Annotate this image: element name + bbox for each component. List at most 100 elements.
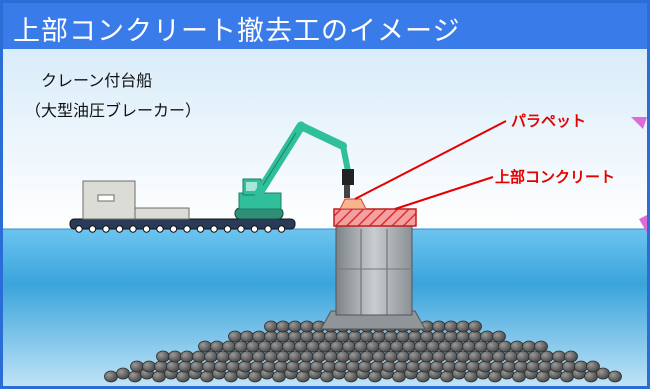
barge-wheel — [88, 225, 97, 233]
breaker-caption: （大型油圧ブレーカー） — [25, 101, 202, 120]
rubble-stone — [324, 330, 338, 343]
rubble-stone — [414, 340, 428, 353]
rubble-stone — [128, 370, 142, 383]
rubble-stone — [344, 370, 358, 383]
rubble-stone — [214, 360, 228, 373]
rubble-stone — [210, 340, 224, 353]
rubble-stone — [258, 340, 272, 353]
rubble-stone — [264, 330, 278, 343]
rubble-stone — [390, 340, 404, 353]
rubble-stone — [516, 350, 530, 363]
rubble-stone — [286, 360, 300, 373]
rubble-stone — [270, 340, 284, 353]
rubble-stone — [550, 360, 564, 373]
rubble-stone — [608, 370, 622, 383]
rubble-stone — [402, 340, 416, 353]
rubble-stone — [296, 370, 310, 383]
rubble-stone — [180, 350, 194, 363]
barge-wheel — [250, 225, 259, 233]
rubble-stone — [176, 370, 190, 383]
rubble-stone — [178, 360, 192, 373]
crane-barge-icon — [69, 180, 296, 233]
rubble-stone — [276, 330, 290, 343]
rubble-stone — [228, 330, 242, 343]
barge-wheel — [223, 225, 232, 233]
barge-wheel — [237, 225, 245, 233]
rubble-stone — [320, 370, 334, 383]
rubble-stone — [336, 330, 350, 343]
rubble-stone — [432, 330, 446, 343]
rubble-stone — [202, 360, 216, 373]
barge-wheel — [183, 225, 191, 233]
rubble-stone — [200, 370, 214, 383]
rubble-stone — [396, 330, 410, 343]
caisson-icon — [320, 224, 426, 330]
rubble-stone — [372, 350, 386, 363]
rubble-stone — [252, 350, 266, 363]
rubble-stone — [192, 350, 206, 363]
rubble-stone — [522, 340, 536, 353]
rubble-stone — [154, 360, 168, 373]
edge-mark-top — [631, 117, 647, 129]
rubble-stone — [444, 330, 458, 343]
parapet-leader-line — [354, 120, 507, 200]
rubble-stone — [198, 340, 212, 353]
barge-wheel — [156, 225, 164, 233]
rubble-stone — [502, 360, 516, 373]
rubble-stone — [224, 370, 238, 383]
rubble-stone — [250, 360, 264, 373]
rubble-stone — [334, 360, 348, 373]
rubble-stone — [574, 360, 588, 373]
page-title: 上部コンクリート撤去工のイメージ — [13, 16, 461, 47]
rubble-stone — [262, 360, 276, 373]
rubble-stone — [560, 370, 574, 383]
rubble-stone — [478, 360, 492, 373]
rubble-stone — [462, 340, 476, 353]
rubble-stone — [310, 360, 324, 373]
rubble-stone — [408, 330, 422, 343]
rubble-stone — [438, 340, 452, 353]
upper-concrete-leader-line — [394, 176, 494, 210]
rubble-stone — [324, 350, 338, 363]
rubble-stone — [420, 330, 434, 343]
rubble-stone — [440, 370, 454, 383]
rubble-stone — [586, 360, 600, 373]
rubble-stone — [512, 370, 526, 383]
rubble-stone — [142, 360, 156, 373]
rubble-stone — [396, 350, 410, 363]
scene — [3, 49, 647, 386]
rubble-stone — [444, 350, 458, 363]
rubble-stone — [584, 370, 598, 383]
title-bar: 上部コンクリート撤去工のイメージ — [3, 3, 647, 49]
rubble-stone — [264, 320, 278, 333]
rubble-stone — [366, 340, 380, 353]
rubble-stone — [282, 340, 296, 353]
rubble-stone — [228, 350, 242, 363]
rubble-stone — [432, 320, 446, 333]
rubble-stone — [274, 360, 288, 373]
rubble-stone — [346, 360, 360, 373]
barge-wheel — [277, 225, 286, 233]
rubble-stone — [474, 340, 488, 353]
rubble-stone — [166, 360, 180, 373]
rubble-stone — [104, 370, 118, 383]
rubble-stone — [420, 350, 434, 363]
rubble-stone — [288, 350, 302, 363]
rubble-stone — [152, 370, 166, 383]
rubble-stone — [190, 360, 204, 373]
rubble-stone — [330, 340, 344, 353]
rubble-stone — [222, 340, 236, 353]
rubble-stone — [130, 360, 144, 373]
rubble-stone — [300, 350, 314, 363]
vessel-caption: クレーン付台船 — [41, 71, 153, 90]
excavator-breaker-icon — [234, 121, 354, 220]
rubble-stone — [322, 360, 336, 373]
rubble-stone — [360, 330, 374, 343]
barge-wheel — [142, 225, 151, 233]
rubble-stone — [466, 360, 480, 373]
rubble-stone — [486, 340, 500, 353]
rubble-stone — [378, 340, 392, 353]
rubble-stone — [312, 330, 326, 343]
rubble-stone — [514, 360, 528, 373]
